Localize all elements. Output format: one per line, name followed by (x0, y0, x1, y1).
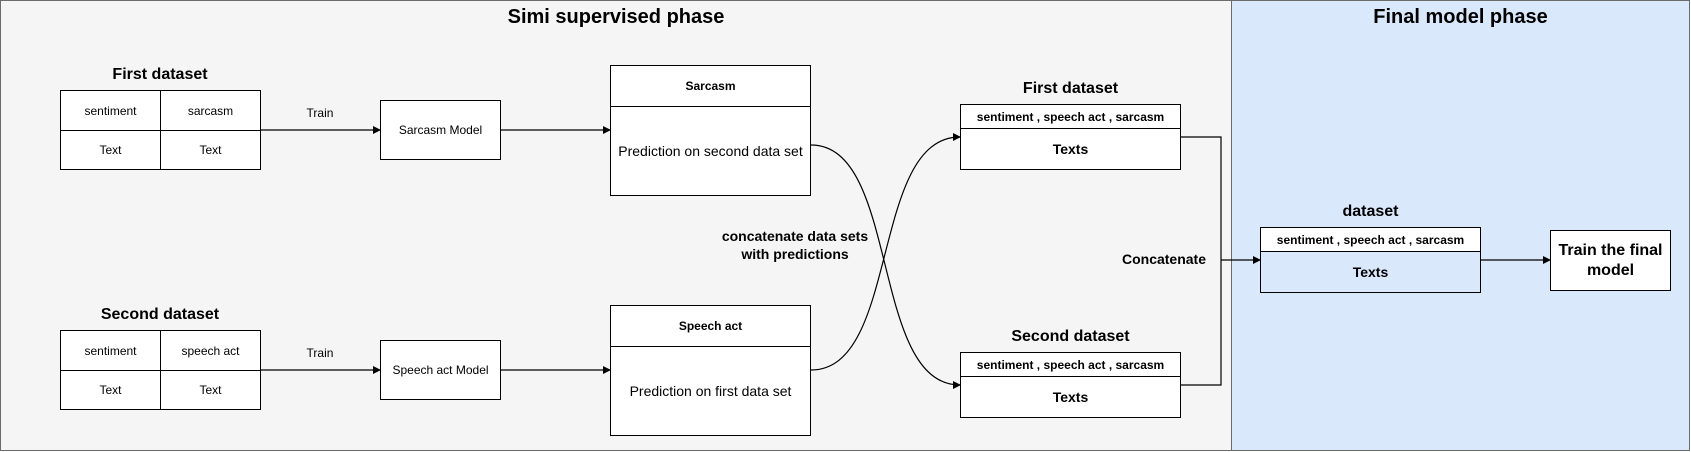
first-dataset-cell-text-2: Text (160, 130, 261, 170)
first-dataset-header-sarcasm: sarcasm (160, 90, 261, 131)
sarcasm-prediction-header: Sarcasm (611, 66, 810, 107)
curve-sarcasm-prediction-to-second-dataset (810, 144, 961, 389)
final-dataset-box: sentiment , speech act , sarcasm Texts (1260, 227, 1481, 293)
second-dataset-header-sentiment: sentiment (60, 330, 161, 371)
semi-supervised-phase-title: Simi supervised phase (507, 6, 725, 28)
sarcasm-model-box: Sarcasm Model (380, 100, 501, 160)
final-model-phase-title: Final model phase (1373, 6, 1548, 28)
curve-speech-prediction-to-first-dataset (810, 133, 961, 371)
train-label-bottom: Train (306, 346, 334, 360)
final-dataset-header: sentiment , speech act , sarcasm (1261, 228, 1480, 252)
concat-predictions-label: concatenate data sets with predictions (721, 228, 869, 262)
speech-act-prediction-body: Prediction on first data set (629, 382, 792, 399)
speech-act-prediction-header: Speech act (611, 306, 810, 347)
first-dataset-result-title: First dataset (1022, 80, 1119, 97)
concatenate-bracket (1181, 136, 1222, 386)
final-dataset-title: dataset (1342, 203, 1399, 220)
final-dataset-body: Texts (1352, 263, 1389, 280)
first-dataset-cell-text-1: Text (60, 130, 161, 170)
sarcasm-prediction-box: Sarcasm Prediction on second data set (610, 65, 811, 196)
first-dataset-title: First dataset (112, 66, 208, 83)
second-dataset-result-title: Second dataset (1011, 328, 1130, 345)
second-dataset-cell-text-2: Text (160, 370, 261, 410)
second-dataset-header-speech-act: speech act (160, 330, 261, 371)
second-dataset-cell-text-1: Text (60, 370, 161, 410)
second-dataset-result-header: sentiment , speech act , sarcasm (961, 353, 1180, 377)
second-dataset-result-body: Texts (1052, 388, 1089, 405)
sarcasm-prediction-body: Prediction on second data set (618, 142, 803, 159)
final-model-phase-container: Final model phase (1231, 0, 1690, 451)
second-dataset-title: Second dataset (100, 306, 220, 323)
first-dataset-result-box: sentiment , speech act , sarcasm Texts (960, 104, 1181, 170)
concatenate-label: Concatenate (1121, 251, 1207, 267)
speech-act-prediction-box: Speech act Prediction on first data set (610, 305, 811, 436)
first-dataset-result-header: sentiment , speech act , sarcasm (961, 105, 1180, 129)
first-dataset-result-body: Texts (1052, 140, 1089, 157)
second-dataset-result-box: sentiment , speech act , sarcasm Texts (960, 352, 1181, 418)
train-label-top: Train (306, 106, 334, 120)
